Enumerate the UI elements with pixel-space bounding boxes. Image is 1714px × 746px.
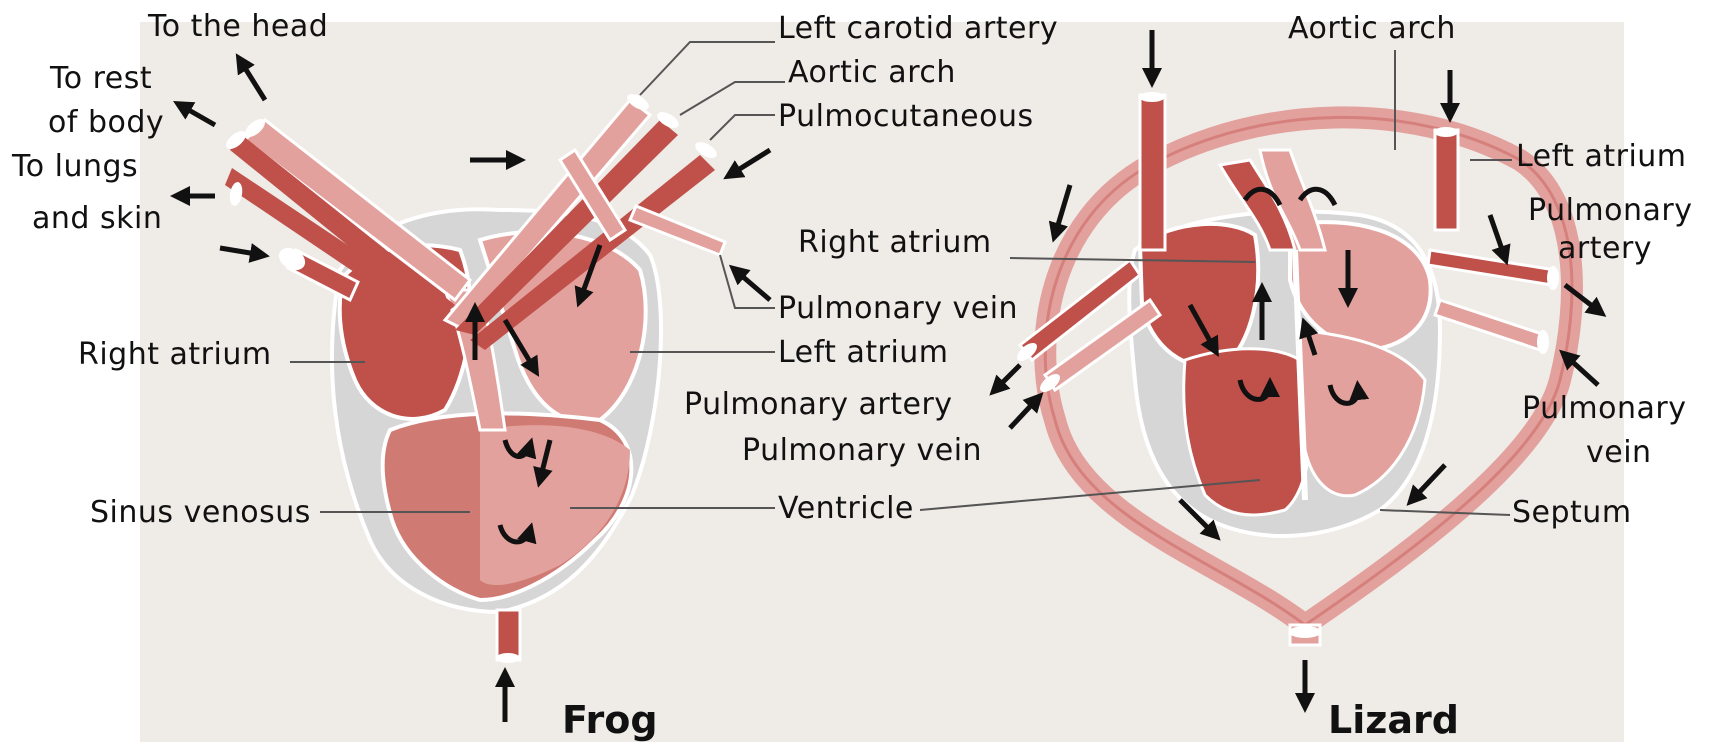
lizard-title: Lizard	[1328, 698, 1459, 742]
label-lizard-pulmonary-vein-right-line2: vein	[1586, 436, 1652, 470]
vessel-end	[1139, 92, 1165, 102]
lizard-ventricle-right	[1184, 349, 1311, 515]
label-lizard-pulmonary-vein-right-line1: Pulmonary	[1522, 392, 1686, 426]
label-lizard-left-atrium: Left atrium	[1516, 140, 1687, 174]
label-to-the-head: To the head	[148, 10, 328, 44]
label-lizard-pulmonary-artery-line2: artery	[1558, 232, 1652, 266]
label-lizard-aortic-arch: Aortic arch	[1288, 12, 1456, 46]
frog-posterior-vena-cava	[497, 610, 520, 660]
label-to-rest-line1: To rest	[50, 62, 152, 96]
label-lizard-pulmonary-vein-left: Pulmonary vein	[742, 434, 982, 468]
label-to-lungs-line1: To lungs	[12, 150, 138, 184]
label-ventricle: Ventricle	[778, 492, 914, 526]
label-to-rest-line2: of body	[48, 106, 164, 140]
label-septum: Septum	[1512, 496, 1632, 530]
vessel-end	[496, 653, 520, 663]
label-to-lungs-line2: and skin	[32, 202, 162, 236]
frog-title: Frog	[562, 698, 658, 742]
label-lizard-right-atrium: Right atrium	[798, 226, 992, 260]
label-lizard-pulmonary-artery-left: Pulmonary artery	[684, 388, 953, 422]
vessel-end	[1434, 127, 1458, 137]
lizard-anterior-vena-cava	[1140, 95, 1165, 250]
lizard-pulmonary-vein-top	[1435, 130, 1458, 230]
vessel-end	[1289, 626, 1321, 638]
vessel-end	[1547, 266, 1559, 290]
label-frog-left-atrium: Left atrium	[778, 336, 949, 370]
label-lizard-pulmonary-artery-line1: Pulmonary	[1528, 194, 1692, 228]
label-pulmocutaneous: Pulmocutaneous	[778, 100, 1034, 134]
label-frog-right-atrium: Right atrium	[78, 338, 272, 372]
label-frog-aortic-arch: Aortic arch	[788, 56, 956, 90]
vessel-end	[1537, 330, 1549, 354]
label-sinus-venosus: Sinus venosus	[90, 496, 311, 530]
label-left-carotid-artery: Left carotid artery	[778, 12, 1058, 46]
label-frog-pulmonary-vein: Pulmonary vein	[778, 292, 1018, 326]
